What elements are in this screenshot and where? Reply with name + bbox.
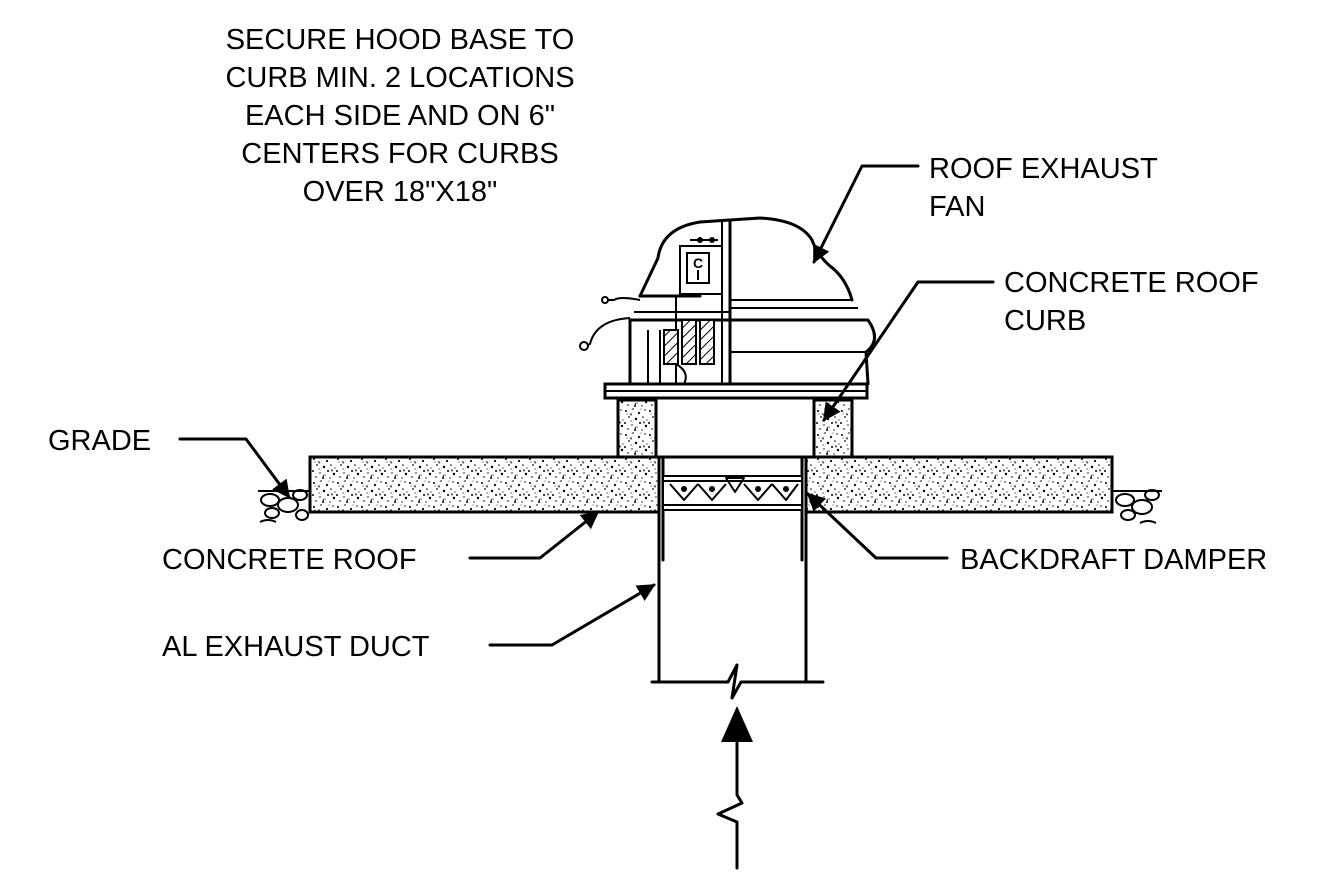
concrete-roof-curb — [616, 398, 854, 459]
note-line-2: CURB MIN. 2 LOCATIONS — [225, 62, 574, 94]
note-line-4: CENTERS FOR CURBS — [241, 138, 558, 170]
svg-text:CONCRETE ROOF: CONCRETE ROOF — [1004, 267, 1259, 299]
label-concrete-roof: CONCRETE ROOF — [162, 510, 600, 576]
grade-gravel-left — [258, 489, 310, 523]
svg-text:BACKDRAFT DAMPER: BACKDRAFT DAMPER — [960, 544, 1267, 576]
label-grade: GRADE — [48, 425, 291, 499]
label-exhaust-duct: AL EXHAUST DUCT — [162, 583, 656, 663]
svg-text:CURB: CURB — [1004, 305, 1086, 337]
grade-gravel-right — [1112, 489, 1162, 524]
svg-text:FAN: FAN — [929, 191, 985, 223]
note-line-3: EACH SIDE AND ON 6" — [245, 100, 555, 132]
airflow-arrow — [716, 706, 753, 870]
note-line-5: OVER 18"X18" — [303, 176, 498, 208]
backdraft-damper — [662, 475, 803, 511]
label-backdraft-damper: BACKDRAFT DAMPER — [806, 492, 1267, 576]
svg-text:AL EXHAUST DUCT: AL EXHAUST DUCT — [162, 631, 430, 663]
label-roof-exhaust-fan: ROOF EXHAUST FAN — [812, 153, 1158, 264]
roof-exhaust-fan: C — [579, 216, 876, 400]
installation-note: SECURE HOOD BASE TO CURB MIN. 2 LOCATION… — [225, 24, 574, 208]
svg-text:ROOF EXHAUST: ROOF EXHAUST — [929, 153, 1158, 185]
svg-text:CONCRETE ROOF: CONCRETE ROOF — [162, 544, 417, 576]
concrete-roof-slab — [308, 455, 1114, 514]
centerline-symbol: C — [693, 255, 703, 271]
svg-text:GRADE: GRADE — [48, 425, 151, 457]
label-concrete-roof-curb: CONCRETE ROOF CURB — [822, 267, 1259, 422]
note-line-1: SECURE HOOD BASE TO — [226, 24, 575, 56]
